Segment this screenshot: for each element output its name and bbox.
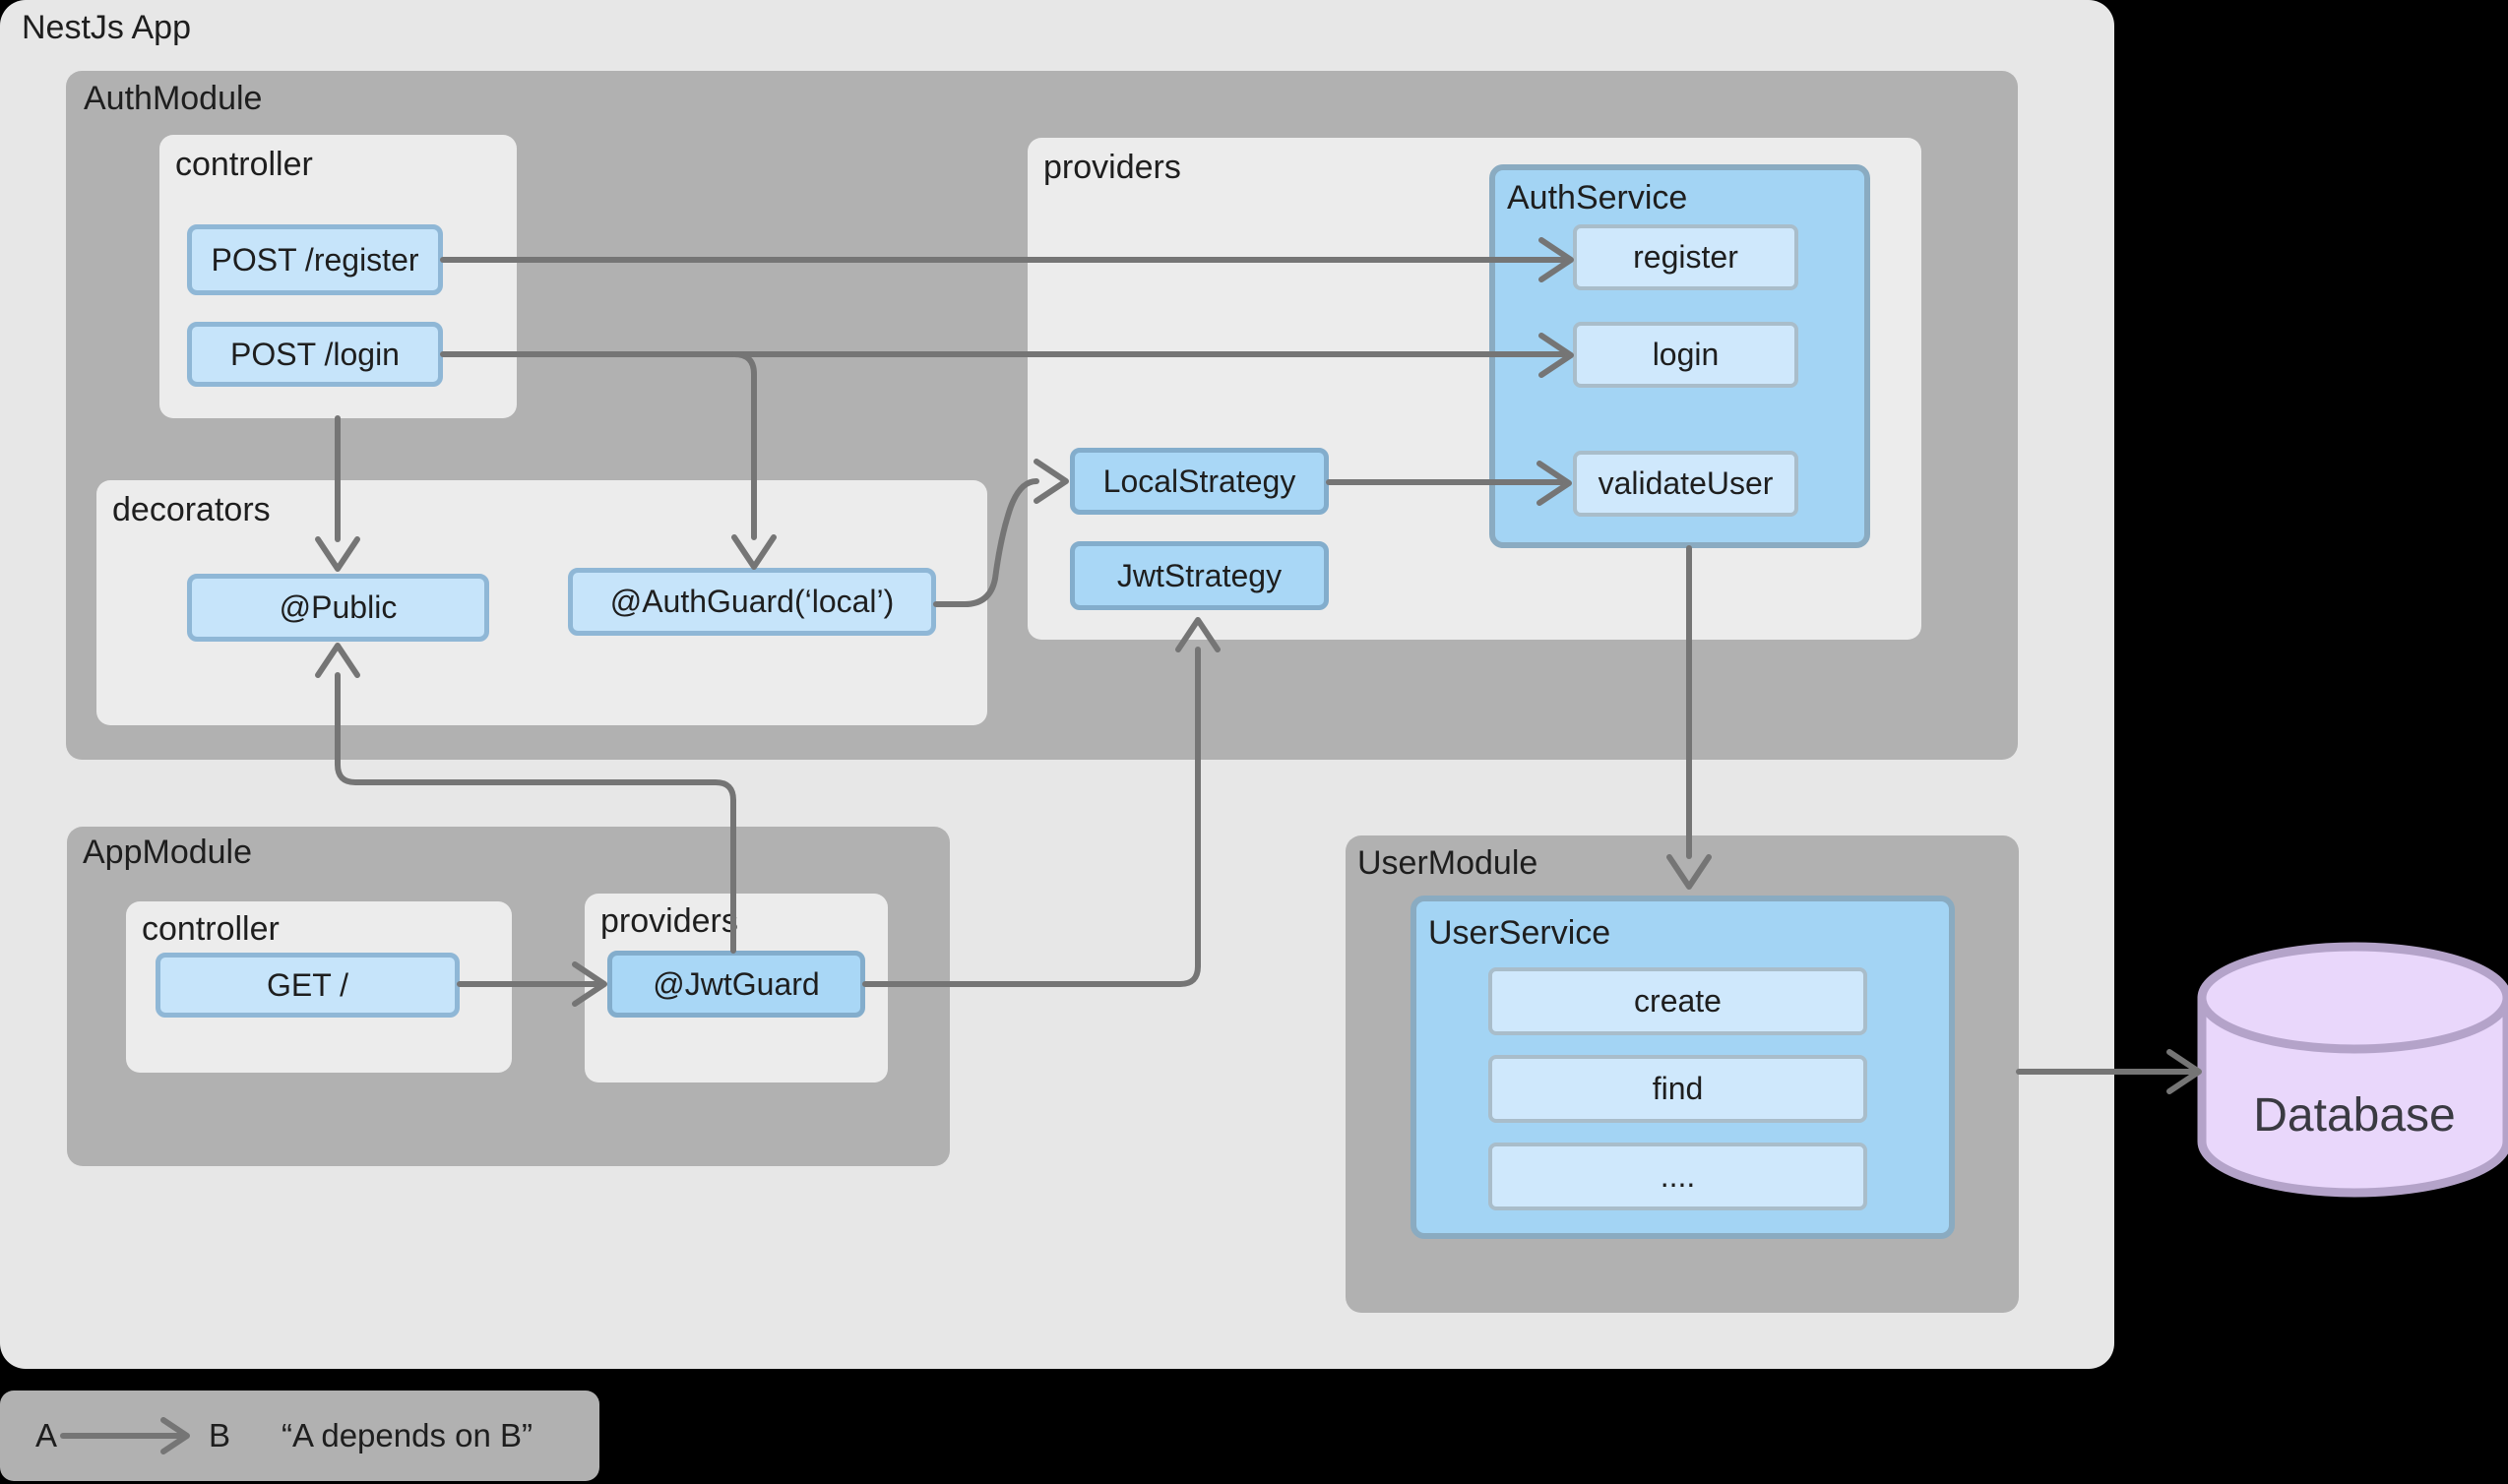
method-create: create xyxy=(1488,967,1867,1035)
decorator-public: @Public xyxy=(187,574,489,642)
legend-a: A xyxy=(35,1417,58,1453)
app-providers-label: providers xyxy=(600,902,738,940)
legend: A B “A depends on B” xyxy=(0,1391,599,1481)
method-validate-user: validateUser xyxy=(1573,451,1798,517)
jwt-guard: @JwtGuard xyxy=(607,951,865,1018)
jwt-strategy: JwtStrategy xyxy=(1070,541,1329,610)
auth-controller-label: controller xyxy=(175,146,313,183)
app-module-label: AppModule xyxy=(83,834,253,871)
legend-caption: “A depends on B” xyxy=(282,1417,533,1453)
database-label: Database xyxy=(2253,1089,2456,1142)
endpoint-post-login: POST /login xyxy=(187,322,443,387)
user-service-label: UserService xyxy=(1428,914,1611,952)
local-strategy: LocalStrategy xyxy=(1070,448,1329,515)
endpoint-post-register: POST /register xyxy=(187,224,443,295)
decorator-auth-guard-local: @AuthGuard(‘local’) xyxy=(568,568,936,636)
user-module-label: UserModule xyxy=(1357,844,1538,882)
method-find: find xyxy=(1488,1055,1867,1123)
auth-service-label: AuthService xyxy=(1507,179,1688,216)
method-login: login xyxy=(1573,322,1798,388)
decorators-label: decorators xyxy=(112,491,271,528)
method-register: register xyxy=(1573,224,1798,290)
nestjs-app-title: NestJs App xyxy=(22,9,191,46)
method-more: .... xyxy=(1488,1143,1867,1210)
app-controller-label: controller xyxy=(142,910,280,948)
auth-module-label: AuthModule xyxy=(84,80,263,117)
database-cylinder-icon xyxy=(2197,942,2508,1198)
auth-providers-label: providers xyxy=(1043,149,1181,186)
legend-b: B xyxy=(209,1417,231,1453)
endpoint-get-root: GET / xyxy=(156,953,460,1018)
